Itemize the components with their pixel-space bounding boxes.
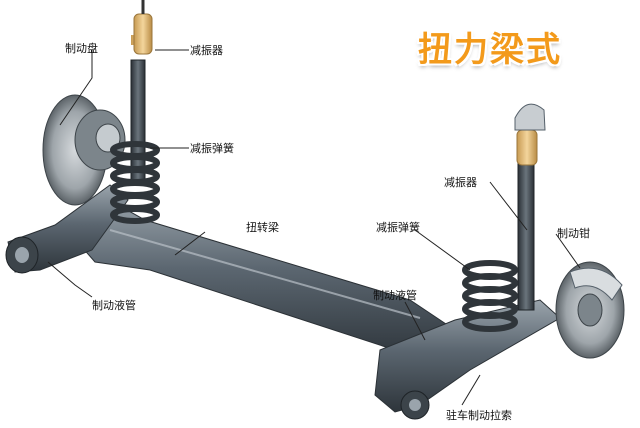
label-brake-hose-left: 制动液管	[92, 299, 136, 312]
label-shock-absorber-left: 减振器	[190, 44, 223, 57]
right-shock-absorber	[514, 103, 546, 311]
left-shock-absorber	[130, 0, 153, 181]
label-spring-right: 减振弹簧	[376, 221, 420, 234]
label-brake-caliper: 制动钳	[557, 227, 590, 240]
label-torsion-beam: 扭转梁	[246, 221, 279, 234]
label-shock-absorber-right: 减振器	[444, 176, 477, 189]
left-trailing-arm	[5, 184, 129, 274]
left-coil-spring	[110, 141, 160, 224]
label-brake-disc: 制动盘	[65, 42, 98, 55]
label-brake-hose-right: 制动液管	[373, 289, 417, 302]
right-brake-disc	[555, 261, 625, 359]
leader-lines	[47, 49, 581, 406]
page-title: 扭力梁式	[418, 30, 562, 70]
right-trailing-arm	[374, 299, 561, 420]
label-spring-left: 减振弹簧	[190, 142, 234, 155]
label-parking-brake-cable: 驻车制动拉索	[446, 409, 512, 422]
right-coil-spring	[462, 260, 518, 332]
left-brake-disc	[42, 94, 126, 206]
